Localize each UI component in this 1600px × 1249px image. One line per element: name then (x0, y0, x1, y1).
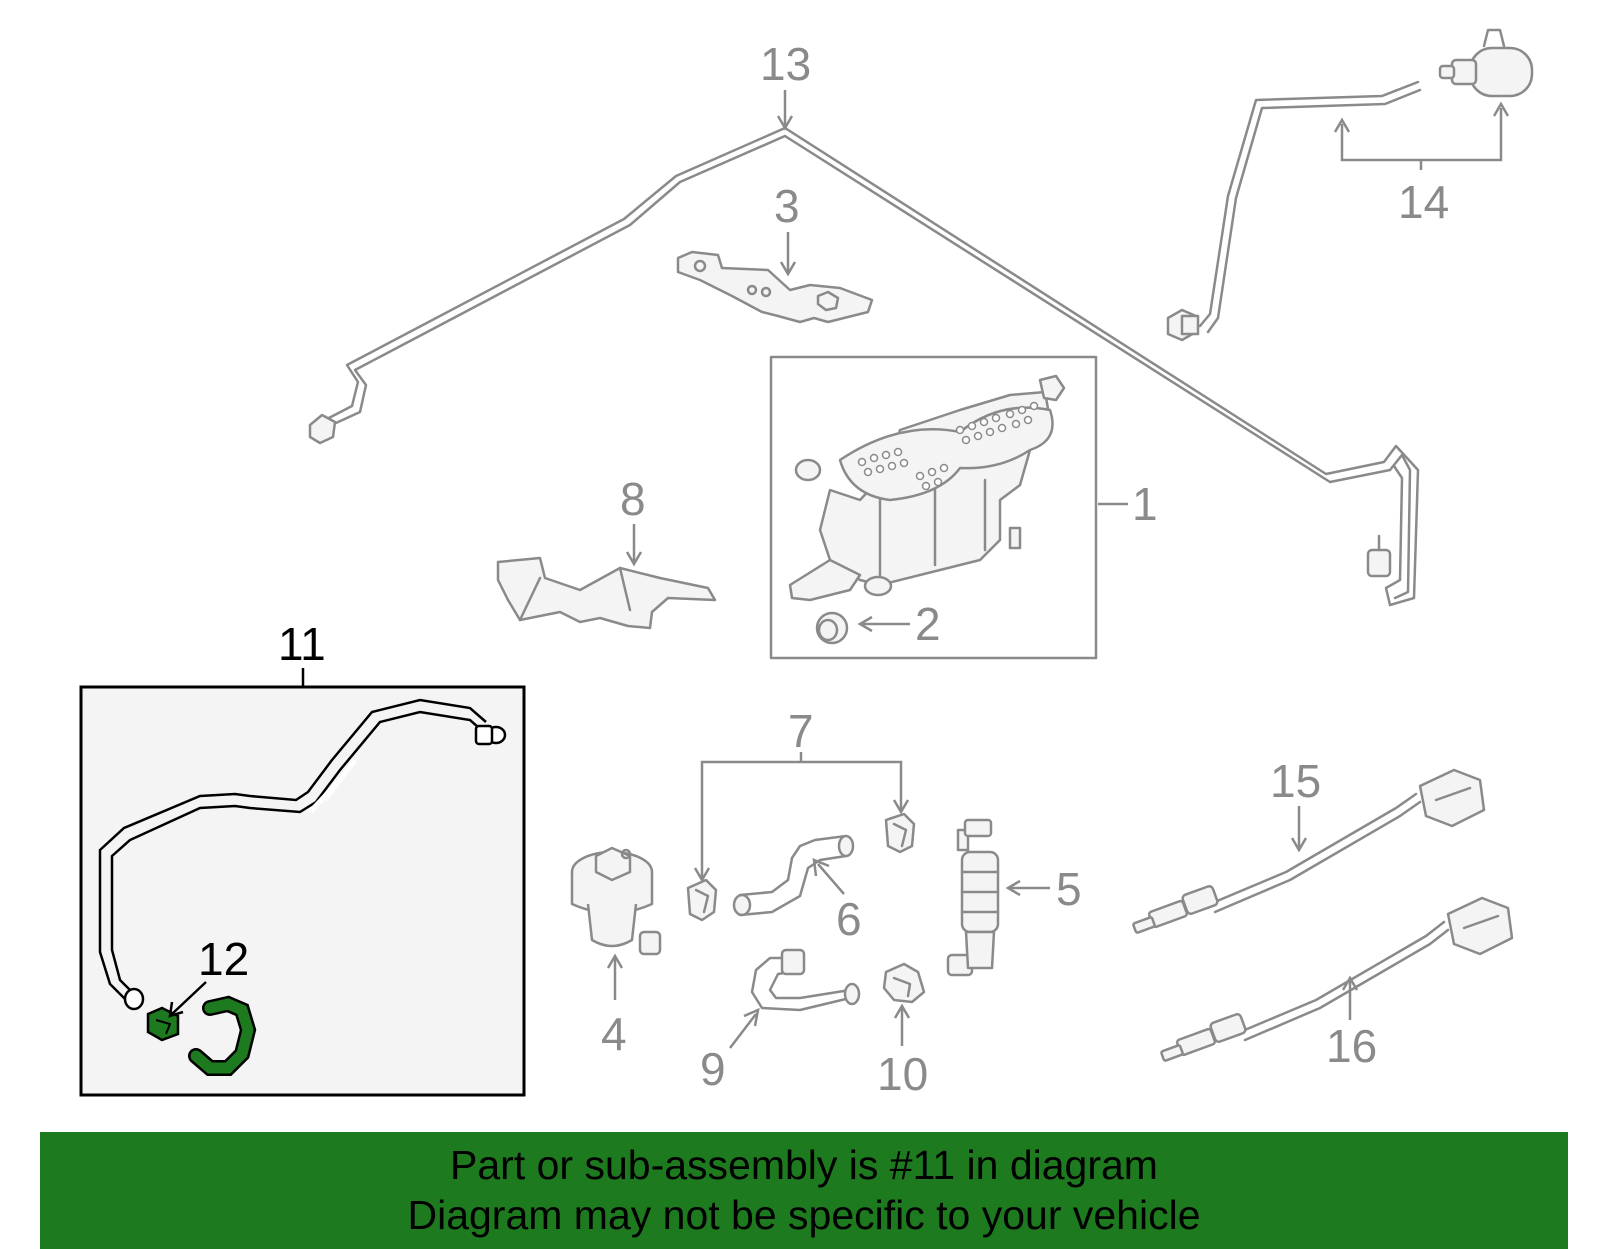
callout-6: 6 (836, 893, 862, 945)
part-7-clamp-right[interactable] (884, 812, 916, 854)
callout-1: 1 (1132, 478, 1158, 530)
callout-16: 16 (1326, 1020, 1377, 1072)
callout-11: 11 (278, 618, 326, 670)
part-13-vapor-tube[interactable] (308, 126, 1420, 607)
footer-part-note: Part or sub-assembly is #11 in diagram (450, 1142, 1158, 1188)
footer-banner: Part or sub-assembly is #11 in diagram D… (40, 1132, 1568, 1249)
part-3-bracket[interactable] (676, 250, 874, 324)
callout-9: 9 (700, 1043, 726, 1095)
part-7-clamp-left[interactable] (686, 878, 718, 922)
part-8-bracket[interactable] (496, 556, 717, 630)
part-11-hose-assembly[interactable] (98, 698, 507, 1011)
part-6-hose[interactable] (732, 834, 855, 917)
callout-3: 3 (774, 180, 800, 232)
callout-5: 5 (1056, 863, 1082, 915)
part-4-valve[interactable] (570, 846, 662, 956)
part-11-frame (79, 685, 526, 1097)
part-5-solenoid[interactable] (946, 818, 1000, 977)
leader-12 (171, 981, 207, 1015)
footer-disclaimer: Diagram may not be specific to your vehi… (407, 1192, 1201, 1238)
leader-6 (817, 863, 845, 895)
leader-7 (700, 760, 903, 878)
part-15-oxygen-sensor[interactable] (1132, 768, 1486, 934)
callout-13: 13 (760, 38, 811, 90)
callout-14: 14 (1398, 176, 1449, 228)
leader-9 (729, 1013, 757, 1049)
part-10-clamp[interactable] (882, 962, 926, 1004)
part-1-frame (769, 355, 1098, 660)
part-14-purge-pipe-valve[interactable] (1166, 28, 1534, 342)
part-2-grommet[interactable] (815, 611, 849, 645)
callout-2: 2 (915, 598, 941, 650)
callout-10: 10 (877, 1048, 928, 1100)
callout-12: 12 (198, 933, 249, 985)
part-9-hose[interactable] (750, 948, 861, 1012)
callout-7: 7 (788, 705, 814, 757)
part-1-canister[interactable] (788, 374, 1066, 602)
part-16-oxygen-sensor[interactable] (1160, 896, 1514, 1062)
callout-15: 15 (1270, 755, 1321, 807)
callout-4: 4 (601, 1008, 627, 1060)
leader-14 (1340, 108, 1503, 162)
callout-8: 8 (620, 473, 646, 525)
